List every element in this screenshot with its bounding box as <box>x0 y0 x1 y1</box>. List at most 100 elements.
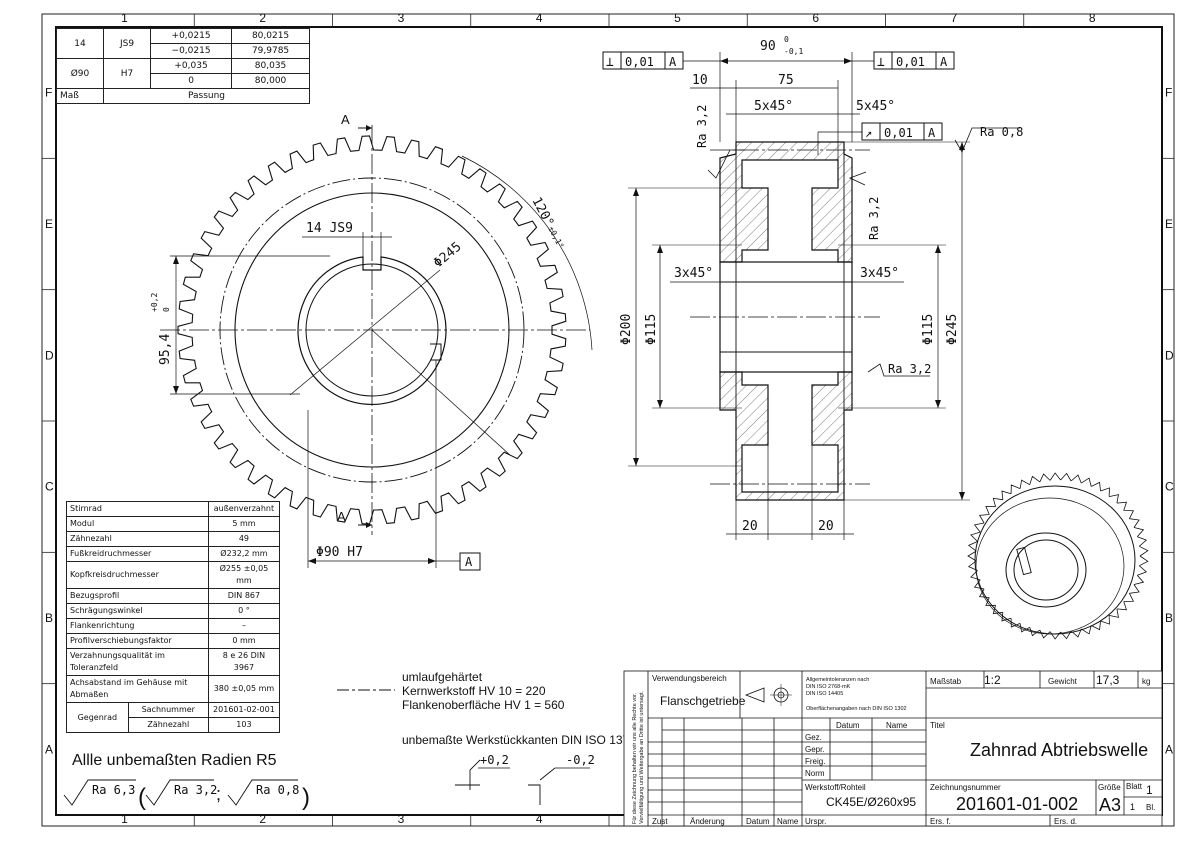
gear-side-section: 90 0 -0,1 10 75 5x45° 5x45° ⊥ 0,01 A ⊥ 0… <box>602 35 1023 540</box>
svg-text:Bl.: Bl. <box>1146 803 1155 812</box>
svg-text:A: A <box>669 55 677 69</box>
datum-a: A <box>465 555 473 569</box>
bore-with-keyway <box>297 256 447 405</box>
svg-text:kg: kg <box>1142 677 1150 686</box>
gewicht: 17,3 <box>1096 673 1120 687</box>
svg-text:Ers. d.: Ers. d. <box>1054 817 1077 826</box>
svg-text:Ers. f.: Ers. f. <box>930 817 951 826</box>
row-label-right: E <box>1165 217 1173 231</box>
svg-text:Urspr.: Urspr. <box>805 817 826 826</box>
hardening-line-1: umlaufgehärtet <box>402 670 483 684</box>
row-label-right: F <box>1165 86 1172 100</box>
fit-class-2: H7 <box>103 58 151 89</box>
fit-size-1: 14 <box>56 28 104 59</box>
fit-size-2: Ø90 <box>56 58 104 89</box>
dim-20-right: 20 <box>818 519 834 534</box>
svg-text:DIN ISO 2768-mK: DIN ISO 2768-mK <box>806 684 851 690</box>
col-label-top: 1 <box>121 11 128 25</box>
svg-text:Zeichnungsnummer: Zeichnungsnummer <box>930 783 1001 792</box>
dim-20-left: 20 <box>742 519 758 534</box>
werkstoff: CK45E/Ø260x95 <box>826 795 916 809</box>
hardening-line-3: Flankenoberfläche HV 1 = 560 <box>402 698 565 712</box>
svg-text:⊥: ⊥ <box>877 55 885 70</box>
svg-text:Name: Name <box>886 721 908 730</box>
height-tol-upper: +0,2 <box>150 293 159 312</box>
row-label-right: B <box>1165 611 1173 625</box>
svg-text:0,01: 0,01 <box>884 126 913 140</box>
svg-text:Datum: Datum <box>746 817 770 826</box>
gear-iso-view <box>967 472 1149 640</box>
svg-text:Zust: Zust <box>652 817 668 826</box>
title-block <box>623 670 1163 827</box>
title-block-text: Für diese Zeichnung behalten wir uns all… <box>632 673 1155 826</box>
iso-tooth-ring <box>967 472 1149 640</box>
col-label-bottom: 4 <box>536 812 543 826</box>
gear-data-label: Bezugsprofil <box>66 588 209 604</box>
keyway-dim: 14 JS9 <box>306 221 353 236</box>
svg-text:Vervielfältigung und Weitergab: Vervielfältigung und Weitergabe an Dritt… <box>639 691 645 824</box>
gegenrad-zaehnezahl: 103 <box>207 717 281 733</box>
gear-data-value: 0 ° <box>207 603 281 619</box>
gear-data-value: 5 mm <box>207 516 281 532</box>
svg-text:;: ; <box>216 784 221 804</box>
svg-text:Datum: Datum <box>836 721 860 730</box>
gear-data-label: Modul <box>66 516 209 532</box>
svg-text:Name: Name <box>777 817 799 826</box>
chamfer-right: 5x45° <box>856 99 895 114</box>
ra-right: Ra 3,2 <box>867 197 881 240</box>
row-label-left: E <box>45 217 53 231</box>
dim-75: 75 <box>778 73 794 88</box>
svg-text:Größe: Größe <box>1098 783 1121 792</box>
gear-data-label: Fußkreidruchmesser <box>66 546 209 562</box>
gear-data-row: Flankenrichtung– <box>66 618 281 634</box>
gear-data-value: 8 e 26 DIN 3967 <box>207 648 281 676</box>
dim-10: 10 <box>692 73 708 88</box>
col-label-top: 8 <box>1089 11 1096 25</box>
gear-data-label: Zähnezahl <box>66 531 209 547</box>
drawing-title: Zahnrad Abtriebswelle <box>970 740 1148 760</box>
gear-front-view: A A 14 JS9 Φ245 120° ±0,1° 95,4 +0,2 0 Φ… <box>150 112 593 571</box>
svg-text:Gewicht: Gewicht <box>1048 677 1078 686</box>
height-dim: 95,4 <box>158 334 173 365</box>
row-label-right: D <box>1165 348 1174 362</box>
outer-frame <box>41 13 1175 827</box>
svg-text:Freig.: Freig. <box>805 757 825 766</box>
svg-text:↗: ↗ <box>865 126 872 140</box>
svg-text:Gepr.: Gepr. <box>805 745 825 754</box>
ra-paren-1: Ra 3,2 <box>174 783 217 797</box>
chamfer-small-right: 3x45° <box>860 266 899 281</box>
gear-data-label: Kopfkreisdruchmesser <box>66 561 209 589</box>
chamfer-small-left: 3x45° <box>674 266 713 281</box>
gear-data-value: außenverzahnt <box>207 501 281 517</box>
gear-data-value: 49 <box>207 531 281 547</box>
gdt-perp-left: ⊥ 0,01 A <box>602 51 684 70</box>
diameter-115-left: Φ115 <box>644 314 659 345</box>
width-dim: 90 <box>760 39 776 54</box>
gear-data-label: Profilverschiebungsfaktor <box>66 633 209 649</box>
row-label-left: A <box>45 742 53 756</box>
height-tol-lower: 0 <box>162 307 171 312</box>
svg-text:Allgemeintoleranzen nach: Allgemeintoleranzen nach <box>806 677 869 683</box>
svg-text:1: 1 <box>1130 802 1135 812</box>
svg-text:0,01: 0,01 <box>625 55 654 69</box>
bore-dim: Φ90 H7 <box>316 545 363 560</box>
col-label-bottom: 1 <box>121 812 128 826</box>
radii-note: Allle unbemaßten Radien R5 <box>72 752 277 769</box>
gegenrad-label: Gegenrad <box>66 702 129 733</box>
diameter-245-side: Φ245 <box>945 314 960 345</box>
gear-data-label: Schrägungswinkel <box>66 603 209 619</box>
svg-text:0,01: 0,01 <box>896 55 925 69</box>
gegenrad-sachnummer: 201601-02-001 <box>207 702 281 718</box>
col-label-top: 7 <box>951 11 958 25</box>
col-label-top: 4 <box>536 11 543 25</box>
gear-data-value: 0 mm <box>207 633 281 649</box>
edges-note: unbemaßte Werkstückkanten DIN ISO 13715 <box>402 733 643 747</box>
